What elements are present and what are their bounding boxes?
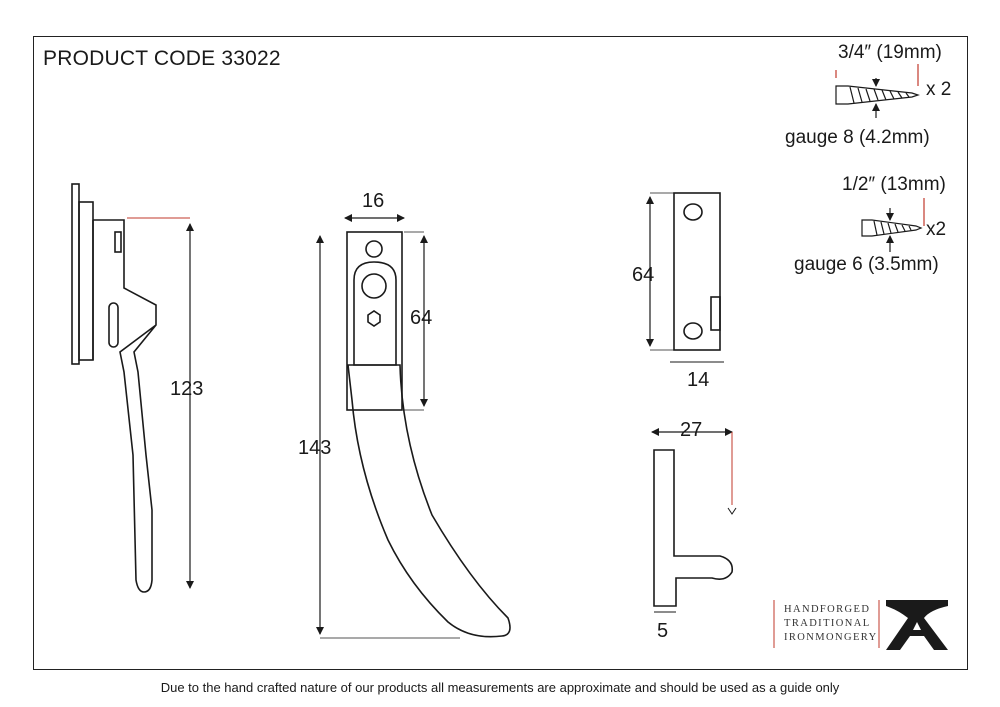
screw-small-length: 1/2″ (13mm) <box>842 174 946 195</box>
front-view-handle <box>346 231 511 638</box>
keep-lip <box>710 296 721 331</box>
keep-front-view <box>673 192 721 351</box>
front-view-screw-hole <box>365 240 383 258</box>
side-view-pin <box>114 231 122 253</box>
drawing-frame <box>33 36 968 670</box>
keep-height-label: 64 <box>632 264 655 286</box>
front-total-height-label: 143 <box>298 437 332 459</box>
side-view-handle <box>71 183 157 593</box>
product-code-title: PRODUCT CODE 33022 <box>43 47 281 70</box>
side-height-label: 123 <box>170 378 204 400</box>
hook-depth-label: 27 <box>680 419 703 441</box>
screw-large-quantity: x 2 <box>926 79 952 100</box>
front-view-backplate <box>346 231 403 411</box>
side-view-slot <box>108 302 119 348</box>
side-view-plate <box>71 183 80 365</box>
side-view-lever <box>93 219 157 593</box>
screw-large-length: 3/4″ (19mm) <box>838 42 942 63</box>
keep-bottom-hole <box>683 322 703 340</box>
front-view-grub-screw <box>367 310 381 327</box>
keep-hook <box>653 449 734 607</box>
keep-side-view <box>653 449 734 607</box>
screw-small-quantity: x2 <box>926 219 947 240</box>
side-view-mount <box>78 201 94 361</box>
screw-small-gauge: gauge 6 (3.5mm) <box>794 254 939 275</box>
front-view-lever <box>347 364 511 638</box>
brand-line-1: HANDFORGED <box>784 604 871 615</box>
hook-thickness-label: 5 <box>657 620 669 642</box>
anvil-a-logo-icon <box>886 600 948 650</box>
screw-large-gauge: gauge 8 (4.2mm) <box>785 127 930 148</box>
screw-small-icon <box>861 198 925 252</box>
front-view-boss <box>353 261 397 366</box>
screw-large-icon <box>835 64 920 118</box>
front-view-spindle-hole <box>361 273 387 299</box>
keep-plate <box>673 192 721 351</box>
brand-line-3: IRONMONGERY <box>784 632 878 643</box>
keep-top-hole <box>683 203 703 221</box>
front-width-label: 16 <box>362 190 385 212</box>
keep-width-label: 14 <box>687 369 710 391</box>
front-plate-height-label: 64 <box>410 307 433 329</box>
brand-line-2: TRADITIONAL <box>784 618 871 629</box>
disclaimer-text: Due to the hand crafted nature of our pr… <box>160 680 840 695</box>
